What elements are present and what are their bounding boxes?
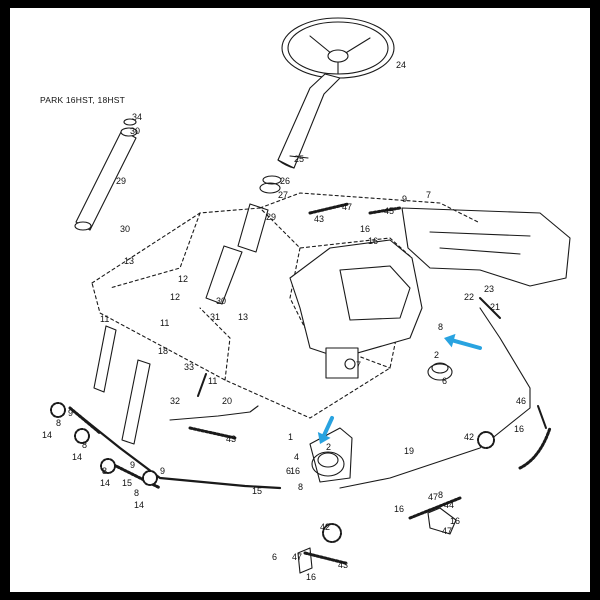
part-label-42: 42 bbox=[464, 432, 474, 442]
part-label-6: 6 bbox=[272, 552, 277, 562]
part-label-8: 8 bbox=[82, 440, 87, 450]
part-label-16: 16 bbox=[290, 466, 300, 476]
part-label-19: 19 bbox=[404, 446, 414, 456]
part-label-42: 42 bbox=[320, 522, 330, 532]
highlight-arrow-shaft bbox=[322, 416, 334, 437]
part-label-9: 9 bbox=[130, 460, 135, 470]
part-label-8: 8 bbox=[134, 488, 139, 498]
part-label-8: 8 bbox=[438, 322, 443, 332]
highlight-arrow-shaft bbox=[451, 338, 482, 350]
part-label-46: 46 bbox=[516, 396, 526, 406]
part-label-29: 29 bbox=[116, 176, 126, 186]
part-label-32: 32 bbox=[170, 396, 180, 406]
part-label-14: 14 bbox=[100, 478, 110, 488]
part-label-6: 6 bbox=[286, 466, 291, 476]
part-label-11: 11 bbox=[100, 314, 109, 324]
shaft-29 bbox=[75, 129, 137, 231]
part-label-43: 43 bbox=[338, 560, 348, 570]
rear-frame bbox=[401, 207, 571, 287]
part-label-13: 13 bbox=[238, 312, 248, 322]
part-label-2: 2 bbox=[326, 442, 331, 452]
highlight-arrow-head bbox=[317, 431, 331, 444]
part-label-47: 47 bbox=[428, 492, 438, 502]
drive-belt-lower bbox=[68, 406, 282, 490]
part-label-8: 8 bbox=[102, 466, 107, 476]
part-label-43: 43 bbox=[314, 214, 324, 224]
part-label-12: 12 bbox=[178, 274, 188, 284]
part-label-9: 9 bbox=[68, 408, 73, 418]
part-label-7: 7 bbox=[426, 190, 431, 200]
part-label-30: 30 bbox=[130, 126, 140, 136]
part-label-7: 7 bbox=[356, 360, 361, 370]
part-label-33: 33 bbox=[184, 362, 194, 372]
part-label-34: 34 bbox=[132, 112, 142, 122]
part-label-30: 30 bbox=[216, 296, 226, 306]
part-label-29: 29 bbox=[266, 212, 276, 222]
highlight-arrow-head bbox=[444, 333, 456, 348]
pulley-lower bbox=[311, 451, 345, 477]
part-label-11: 11 bbox=[160, 318, 169, 328]
part-label-11: 11 bbox=[208, 376, 217, 386]
part-label-45: 45 bbox=[384, 206, 394, 216]
part-label-4: 4 bbox=[294, 452, 299, 462]
steering-column bbox=[277, 73, 341, 169]
part-label-14: 14 bbox=[72, 452, 82, 462]
engine-housing bbox=[289, 239, 423, 359]
part-label-27: 27 bbox=[278, 190, 288, 200]
part-label-9: 9 bbox=[160, 466, 165, 476]
part-label-20: 20 bbox=[222, 396, 232, 406]
part-label-16: 16 bbox=[360, 224, 370, 234]
part-label-14: 14 bbox=[134, 500, 144, 510]
part-label-16: 16 bbox=[368, 236, 378, 246]
part-label-21: 21 bbox=[490, 302, 500, 312]
part-label-18: 18 bbox=[158, 346, 168, 356]
part-label-26: 26 bbox=[280, 176, 290, 186]
part-label-16: 16 bbox=[394, 504, 404, 514]
part-label-15: 15 bbox=[252, 486, 262, 496]
part-label-47: 47 bbox=[442, 526, 452, 536]
part-label-47: 47 bbox=[292, 552, 302, 562]
part-label-14: 14 bbox=[42, 430, 52, 440]
part-label-13: 13 bbox=[124, 256, 134, 266]
part-label-2: 2 bbox=[434, 350, 439, 360]
diagram-canvas: PARK 16HST, 18HST bbox=[10, 8, 590, 592]
part-label-44: 44 bbox=[444, 500, 454, 510]
part-label-8: 8 bbox=[56, 418, 61, 428]
part-label-30: 30 bbox=[120, 224, 130, 234]
part-label-31: 31 bbox=[210, 312, 220, 322]
part-label-6: 6 bbox=[442, 376, 447, 386]
pulley-upper bbox=[427, 363, 453, 381]
part-label-8: 8 bbox=[298, 482, 303, 492]
part-label-9: 9 bbox=[402, 194, 407, 204]
part-label-25: 25 bbox=[294, 154, 304, 164]
part-label-23: 23 bbox=[484, 284, 494, 294]
part-label-47: 47 bbox=[342, 202, 352, 212]
part-label-43: 43 bbox=[226, 434, 236, 444]
part-label-22: 22 bbox=[464, 292, 474, 302]
part-label-16: 16 bbox=[514, 424, 524, 434]
parts-diagram: 2434302526272930794745431616291312123031… bbox=[42, 17, 571, 582]
part-label-16: 16 bbox=[306, 572, 316, 582]
cable-19 bbox=[339, 307, 531, 489]
highlight-arrows bbox=[317, 333, 482, 444]
part-label-12: 12 bbox=[170, 292, 180, 302]
part-label-24: 24 bbox=[396, 60, 406, 70]
part-label-15: 15 bbox=[122, 478, 132, 488]
part-label-8: 8 bbox=[438, 490, 443, 500]
part-label-16: 16 bbox=[450, 516, 460, 526]
part-label-1: 1 bbox=[288, 432, 293, 442]
diagram-title: PARK 16HST, 18HST bbox=[40, 95, 125, 105]
